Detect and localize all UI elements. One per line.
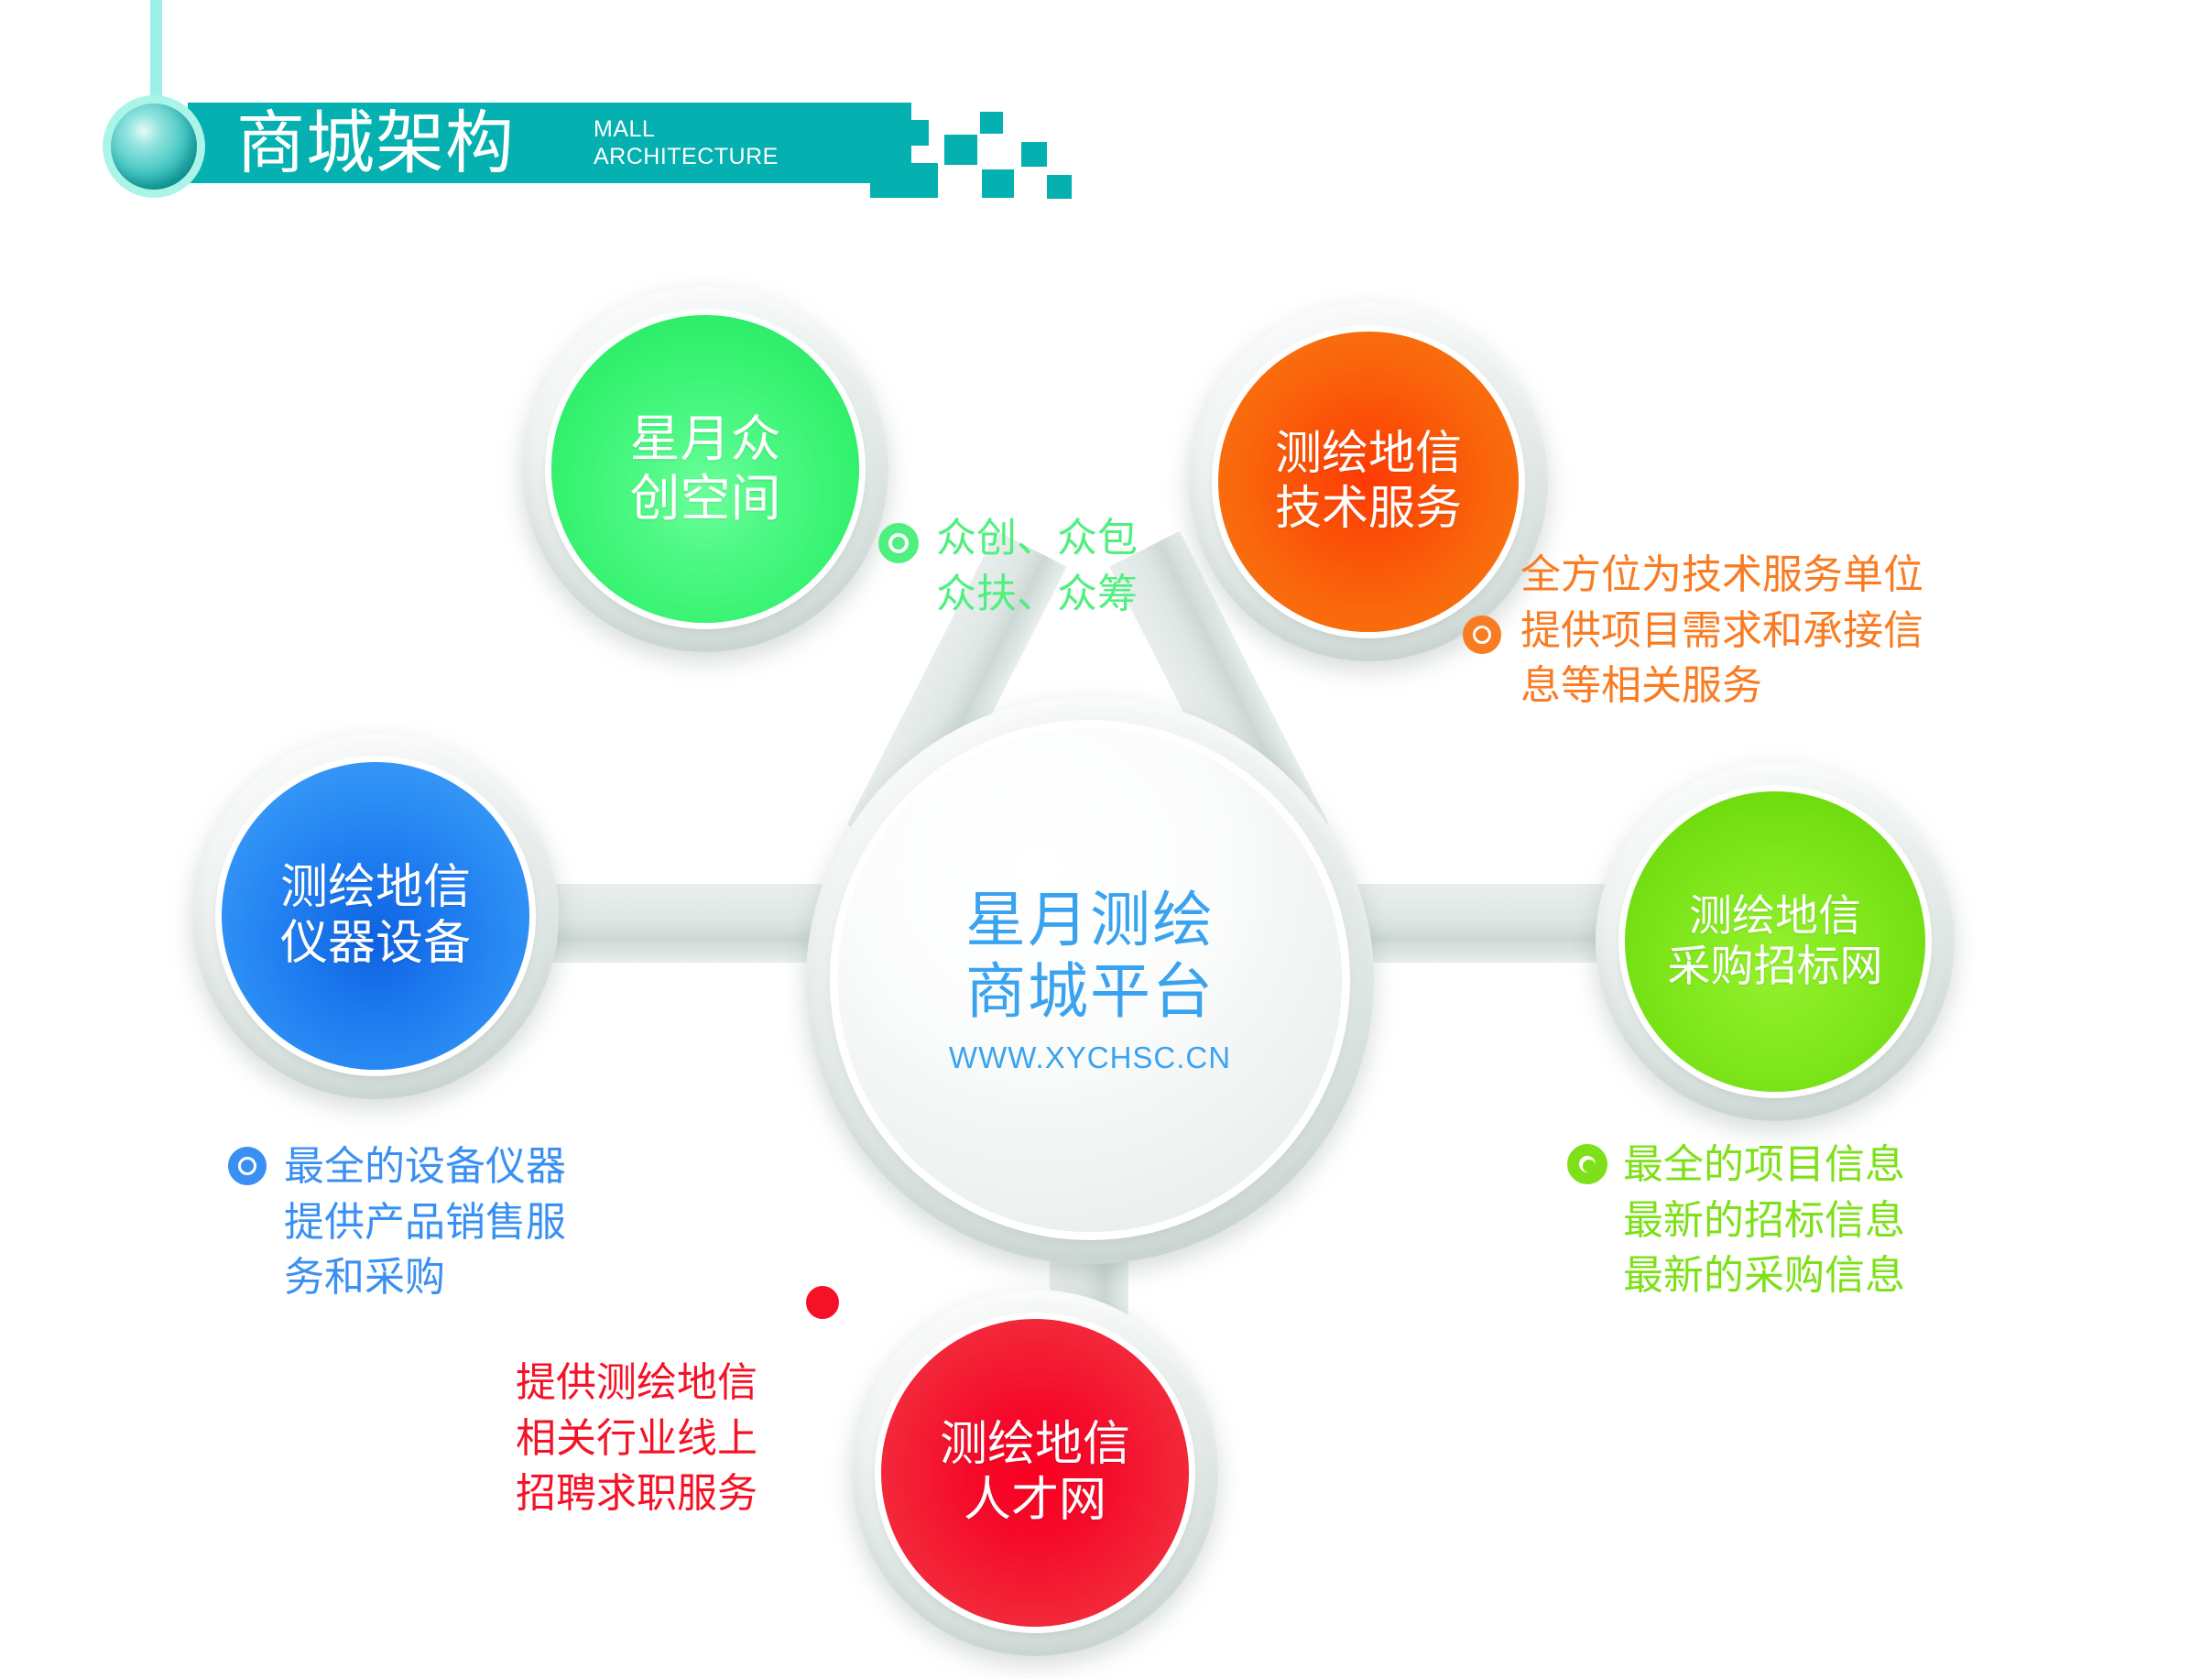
header-stem-line: [150, 0, 162, 110]
tender-annot-line2: 最新的招标信息: [1623, 1196, 1905, 1244]
tender-annot-bullet-dot-icon: [1583, 1160, 1596, 1172]
instruments-node[interactable]: 测绘地信 仪器设备: [222, 762, 529, 1070]
center-node-line1: 星月测绘: [965, 885, 1215, 956]
tech-service-annot-line1: 全方位为技术服务单位: [1520, 551, 1923, 598]
talent-annot-line2: 相关行业线上: [516, 1414, 757, 1462]
incubator-annot: 众创、众包 众扶、众筹: [936, 511, 1138, 622]
page-subtitle-line2: ARCHITECTURE: [594, 144, 779, 169]
tender-node-line2: 采购招标网: [1667, 942, 1883, 992]
decor-square-3: [908, 163, 938, 198]
tech-service-annot-line2: 提供项目需求和承接信: [1520, 606, 1923, 654]
page-subtitle: MALL ARCHITECTURE: [594, 115, 779, 170]
talent-node-line2: 人才网: [963, 1473, 1106, 1528]
instruments-annot-bullet-icon: [228, 1147, 267, 1185]
incubator-annot-line1: 众创、众包: [936, 515, 1138, 561]
header-sphere-icon: [111, 104, 197, 190]
tender-node[interactable]: 测绘地信 采购招标网: [1625, 791, 1925, 1092]
center-node-url: WWW.XYCHSC.CN: [948, 1040, 1232, 1074]
tech-service-annot: 全方位为技术服务单位 提供项目需求和承接信 息等相关服务: [1520, 548, 1923, 714]
incubator-node[interactable]: 星月众 创空间: [551, 315, 859, 623]
center-node[interactable]: 星月测绘 商城平台 WWW.XYCHSC.CN: [838, 728, 1342, 1232]
tech-service-annot-bullet-dot-icon: [1476, 628, 1488, 641]
tender-annot-line3: 最新的采购信息: [1623, 1252, 1905, 1300]
header-title-bar: [188, 103, 911, 183]
decor-square-1: [870, 108, 908, 198]
page-subtitle-line1: MALL: [594, 116, 656, 142]
incubator-annot-bullet-icon: [878, 523, 919, 563]
talent-node-line1: 测绘地信: [939, 1416, 1130, 1472]
incubator-node-line1: 星月众: [629, 409, 781, 469]
tech-service-node[interactable]: 测绘地信 技术服务: [1218, 332, 1519, 632]
instruments-annot-line3: 务和采购: [284, 1254, 445, 1302]
tech-service-node-line2: 技术服务: [1274, 482, 1462, 536]
tender-node-line1: 测绘地信: [1689, 890, 1861, 942]
page-title: 商城架构: [236, 103, 516, 183]
talent-annot-bullet-dot-icon: [817, 1297, 828, 1308]
tender-annot-line1: 最全的项目信息: [1623, 1141, 1905, 1188]
instruments-annot-line1: 最全的设备仪器: [284, 1143, 566, 1190]
decor-square-6: [982, 169, 1014, 198]
tech-service-node-line1: 测绘地信: [1274, 426, 1462, 481]
center-node-line2: 商城平台: [965, 956, 1215, 1027]
incubator-annot-bullet-dot-icon: [892, 537, 905, 550]
decor-square-5: [980, 112, 1003, 134]
instruments-annot-bullet-dot-icon: [241, 1160, 254, 1172]
talent-annot: 提供测绘地信 相关行业线上 招聘求职服务: [516, 1356, 757, 1522]
talent-annot-line3: 招聘求职服务: [516, 1470, 757, 1518]
incubator-annot-line2: 众扶、众筹: [936, 570, 1138, 617]
tender-annot: 最全的项目信息 最新的招标信息 最新的采购信息: [1623, 1138, 1905, 1304]
page-header: 商城架构 MALL ARCHITECTURE: [0, 0, 2212, 238]
instruments-node-line2: 仪器设备: [279, 916, 471, 971]
tech-service-annot-line3: 息等相关服务: [1520, 662, 1762, 710]
talent-annot-line1: 提供测绘地信: [516, 1359, 757, 1406]
instruments-annot: 最全的设备仪器 提供产品销售服 务和采购: [284, 1139, 566, 1306]
decor-square-4: [944, 135, 977, 165]
instruments-annot-line2: 提供产品销售服: [284, 1198, 566, 1246]
decor-square-7: [1021, 142, 1047, 167]
talent-node[interactable]: 测绘地信 人才网: [881, 1319, 1189, 1627]
decor-square-8: [1047, 175, 1072, 199]
incubator-node-line2: 创空间: [629, 469, 781, 528]
decor-square-2: [908, 120, 929, 146]
instruments-node-line1: 测绘地信: [279, 859, 471, 915]
